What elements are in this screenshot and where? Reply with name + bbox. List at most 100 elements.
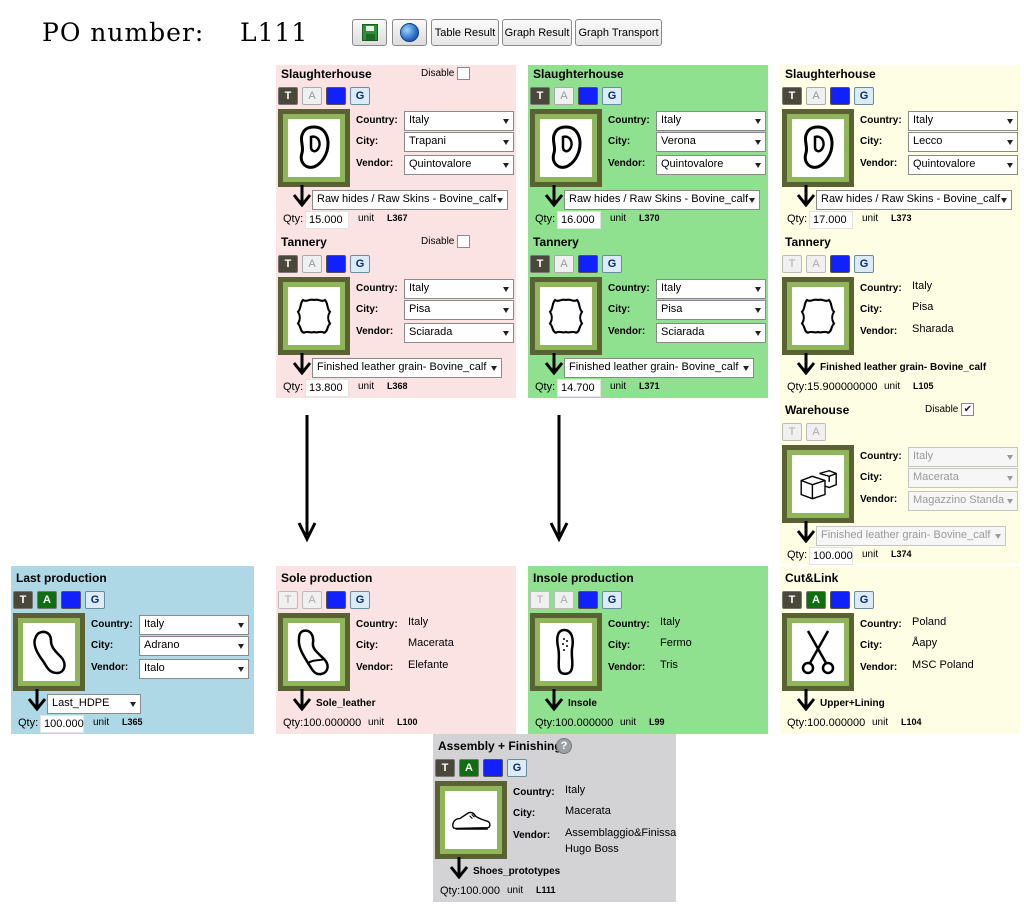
tn2-qty-input[interactable]: 14.700 (557, 379, 601, 397)
tag-g-button[interactable]: G (507, 759, 527, 777)
graph-transport-button[interactable]: Graph Transport (575, 19, 662, 46)
sh2-vendor-select[interactable]: Quintovalore (656, 155, 766, 175)
sh2-qty-input[interactable]: 16.000 (557, 211, 601, 229)
sh2-product-select[interactable]: Raw hides / Raw Skins - Bovine_calf (564, 190, 760, 210)
disable-checkbox[interactable]: ✔ (961, 403, 975, 416)
unit-label: unit (358, 381, 375, 392)
tn2-vendor-select[interactable]: Sciarada (656, 323, 766, 343)
tag-a-button[interactable]: A (37, 591, 57, 609)
tag-t-button[interactable]: T (530, 255, 550, 273)
globe-button[interactable] (392, 19, 427, 46)
color-swatch-button[interactable] (578, 591, 598, 609)
sh3-city-select[interactable]: Lecco (908, 132, 1018, 152)
tag-t-button[interactable]: T (278, 591, 298, 609)
sh1-country-select[interactable]: Italy (404, 111, 514, 131)
tag-t-button[interactable]: T (278, 255, 298, 273)
sh3-country-select[interactable]: Italy (908, 111, 1018, 131)
tag-a-button[interactable]: A (554, 591, 574, 609)
tag-a-button[interactable]: A (554, 255, 574, 273)
tag-t-button[interactable]: T (782, 591, 802, 609)
tag-t-button[interactable]: T (782, 423, 802, 441)
tag-g-button[interactable]: G (85, 591, 105, 609)
tag-a-button[interactable]: A (806, 591, 826, 609)
tag-g-button[interactable]: G (602, 87, 622, 105)
tag-a-button[interactable]: A (302, 255, 322, 273)
last-city-select[interactable]: Adrano (139, 636, 249, 656)
tn1-qty-input[interactable]: 13.800 (305, 379, 349, 397)
flow-arrow-1 (297, 415, 317, 543)
tag-a-button[interactable]: A (459, 759, 479, 777)
tag-g-button[interactable]: G (350, 255, 370, 273)
last-lot: L365 (122, 717, 143, 727)
color-swatch-button[interactable] (578, 87, 598, 105)
tag-t-button[interactable]: T (530, 591, 550, 609)
color-swatch-button[interactable] (483, 759, 503, 777)
tag-a-button[interactable]: A (302, 591, 322, 609)
tag-g-button[interactable]: G (854, 591, 874, 609)
tag-a-button[interactable]: A (806, 87, 826, 105)
tag-g-button[interactable]: G (602, 591, 622, 609)
tag-a-button[interactable]: A (554, 87, 574, 105)
tag-g-button[interactable]: G (854, 255, 874, 273)
sh3-qty-input[interactable]: 17.000 (809, 211, 853, 229)
color-swatch-button[interactable] (326, 255, 346, 273)
tag-g-button[interactable]: G (854, 87, 874, 105)
wh-qty-input[interactable]: 100.000 (809, 547, 853, 565)
tag-a-button[interactable]: A (302, 87, 322, 105)
tag-a-button[interactable]: A (806, 423, 826, 441)
tag-t-button[interactable]: T (435, 759, 455, 777)
tag-g-button[interactable]: G (602, 255, 622, 273)
color-swatch-button[interactable] (326, 591, 346, 609)
cut-vendor-value: MSC Poland (912, 659, 974, 671)
disable-checkbox[interactable] (457, 67, 471, 80)
wh-disable[interactable]: Disable✔ (925, 403, 975, 416)
tn1-city-select[interactable]: Pisa (404, 300, 514, 320)
sh1-qty-input[interactable]: 15.000 (305, 211, 349, 229)
tag-t-button[interactable]: T (530, 87, 550, 105)
table-result-button[interactable]: Table Result (431, 19, 499, 46)
tn2-country-select[interactable]: Italy (656, 279, 766, 299)
vendor-label: Vendor: (356, 326, 394, 337)
sh3-vendor-select[interactable]: Quintovalore (908, 155, 1018, 175)
tag-t-button[interactable]: T (782, 255, 802, 273)
cut-city-value: Åapy (912, 637, 938, 649)
tn1-product-select[interactable]: Finished leather grain- Bovine_calf (312, 358, 502, 378)
help-icon[interactable]: ? (556, 738, 572, 754)
scissors-icon (797, 627, 839, 677)
tn3-vendor-value: Sharada (912, 323, 954, 335)
color-swatch-button[interactable] (61, 591, 81, 609)
tn1-vendor-select[interactable]: Sciarada (404, 323, 514, 343)
tn1-disable[interactable]: Disable (421, 235, 471, 248)
sh1-disable[interactable]: Disable (421, 67, 471, 80)
tag-g-button[interactable]: G (350, 591, 370, 609)
sh1-vendor-select[interactable]: Quintovalore (404, 155, 514, 175)
tag-a-button[interactable]: A (806, 255, 826, 273)
last-qty-input[interactable]: 100.000 (40, 715, 84, 733)
last-country-select[interactable]: Italy (139, 615, 249, 635)
tag-t-button[interactable]: T (782, 87, 802, 105)
sh2-country-select[interactable]: Italy (656, 111, 766, 131)
color-swatch-button[interactable] (578, 255, 598, 273)
asm-image (435, 781, 507, 859)
last-product-select[interactable]: Last_HDPE (47, 694, 141, 714)
color-swatch-button[interactable] (830, 255, 850, 273)
sh1-city-select[interactable]: Trapani (404, 132, 514, 152)
sh1-product-select[interactable]: Raw hides / Raw Skins - Bovine_calf (312, 190, 508, 210)
disable-checkbox[interactable] (457, 235, 471, 248)
graph-result-button[interactable]: Graph Result (502, 19, 572, 46)
tag-t-button[interactable]: T (278, 87, 298, 105)
tag-t-button[interactable]: T (13, 591, 33, 609)
save-button[interactable] (352, 19, 387, 46)
last-vendor-select[interactable]: Italo (139, 659, 249, 679)
tn2-city-select[interactable]: Pisa (656, 300, 766, 320)
color-swatch-button[interactable] (326, 87, 346, 105)
tag-g-button[interactable]: G (350, 87, 370, 105)
color-swatch-button[interactable] (830, 87, 850, 105)
color-swatch-button[interactable] (830, 591, 850, 609)
tn1-country-select[interactable]: Italy (404, 279, 514, 299)
country-label: Country: (860, 451, 902, 462)
sh3-product-select[interactable]: Raw hides / Raw Skins - Bovine_calf (816, 190, 1012, 210)
tn2-product-select[interactable]: Finished leather grain- Bovine_calf (564, 358, 754, 378)
sh2-city-select[interactable]: Verona (656, 132, 766, 152)
